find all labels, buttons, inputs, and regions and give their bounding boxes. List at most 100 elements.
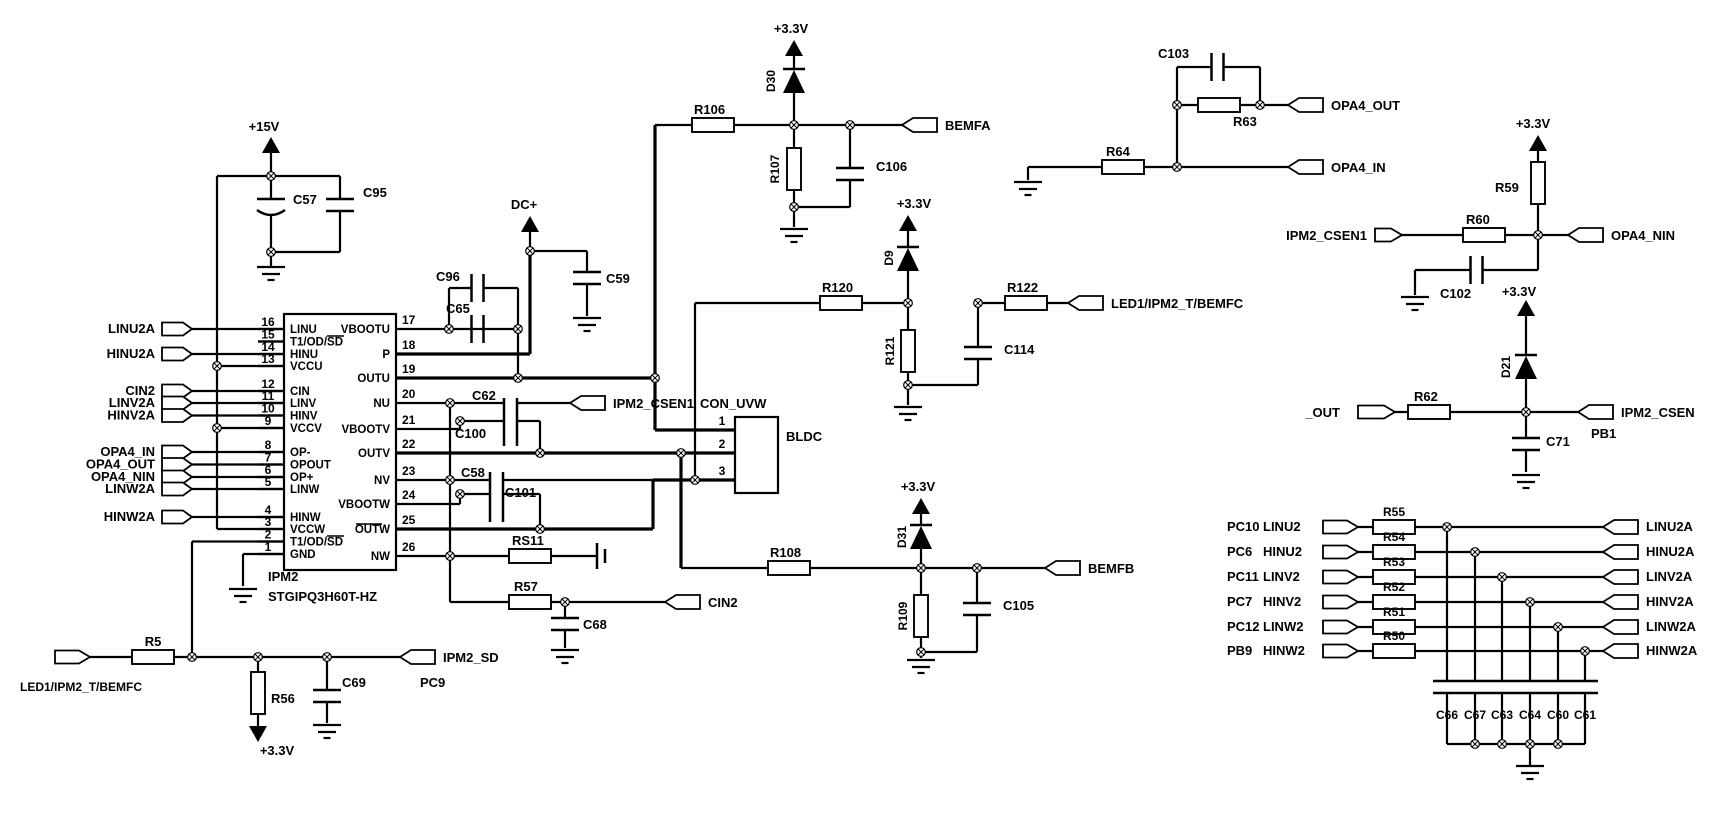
port-label-linv2a: LINV2A <box>109 395 156 410</box>
ref-label: C60 <box>1547 708 1569 722</box>
ground-icon <box>311 723 343 740</box>
junction-dot <box>972 563 982 573</box>
ref-label: R121 <box>883 336 897 365</box>
ref-label: C95 <box>363 185 387 200</box>
junction-dot <box>560 597 570 607</box>
mcu-port-label: PC6 <box>1227 544 1252 559</box>
port-label-linu2a: LINU2A <box>108 321 156 336</box>
net-label: HINW2A <box>1646 643 1698 658</box>
ic-ipm2: 16 15 14 13 12 11 10 9 8 7 6 5 4 3 2 1 L… <box>258 312 416 604</box>
ref-label: C105 <box>1003 598 1034 613</box>
ic-pin-name: P <box>382 349 390 361</box>
ic-pin-name: T1/OD/SD <box>290 337 343 349</box>
ic-pin-number: 3 <box>265 515 272 529</box>
gpio-rc-matrix: PC10 LINU2 R55 LINU2A PC6 HINU2 R54 HINU… <box>1227 505 1698 781</box>
ic-pin-number: 10 <box>261 402 275 416</box>
net-tag-led1-top: LED1/IPM2_T/BEMFC <box>1066 295 1244 311</box>
mcu-signal-label: HINU2 <box>1263 544 1302 559</box>
net-label: LINU2A <box>1646 519 1694 534</box>
net-tag-opa4-in: OPA4_IN <box>1286 159 1386 175</box>
ic-pin-name: LINW <box>290 484 320 496</box>
net-label: _OUT <box>1304 405 1340 420</box>
junction-dot <box>513 373 523 383</box>
junction-dot <box>445 398 455 408</box>
ref-label: R59 <box>1495 180 1519 195</box>
capacitor-C103: C103 <box>1158 46 1225 83</box>
ic-pin-name: VBOOTW <box>338 499 390 511</box>
ref-label: C96 <box>436 269 460 284</box>
port-label-cin2: CIN2 <box>125 383 155 398</box>
ic-pin-number: 8 <box>265 438 272 452</box>
resistor-R5: R5 <box>131 634 175 665</box>
ref-label: C64 <box>1519 708 1541 722</box>
mcu-signal-label: LINW2 <box>1263 619 1303 634</box>
ic-pin-number: 5 <box>265 475 272 489</box>
ic-pin-number: 20 <box>402 387 416 401</box>
junction-dot <box>903 298 913 308</box>
junction-dot <box>253 652 263 662</box>
mcu-port-label: PC10 <box>1227 519 1260 534</box>
resistor-R120: R120 <box>819 280 863 311</box>
junction-dot <box>513 324 523 334</box>
junction-dot <box>445 475 455 485</box>
net-tag-ipm2-csen1-right: IPM2_CSEN1 <box>1286 227 1404 243</box>
power-label-dc: DC+ <box>511 197 538 212</box>
capacitor-C71: C71 <box>1510 434 1570 452</box>
ic-pin-name: T1/OD/SD <box>290 537 343 549</box>
power-flag-3v3-d31: +3.3V <box>901 479 935 514</box>
ref-label: R50 <box>1383 629 1405 643</box>
port-label-hinv2a: HINV2A <box>107 408 155 423</box>
ic-pin-name: LINV <box>290 398 317 410</box>
ground-icon <box>571 316 603 333</box>
junction-dot <box>445 551 455 561</box>
resistor-R62: R62 <box>1407 389 1451 420</box>
net-label: OPA4_IN <box>1331 160 1386 175</box>
ic-pin-name: VCCW <box>290 524 325 536</box>
net-label: IPM2_CSEN <box>1621 405 1695 420</box>
ground-icon <box>1012 180 1044 197</box>
junction-dot <box>789 120 799 130</box>
ref-label: D9 <box>882 250 896 266</box>
ref-label: D30 <box>764 70 778 92</box>
ic-pin-number: 14 <box>261 340 275 354</box>
ic-pin-number: 25 <box>402 513 416 527</box>
ic-partnumber: STGIPQ3H60T-HZ <box>268 589 377 604</box>
ground-icon <box>255 265 287 282</box>
ground-icon <box>905 658 937 675</box>
ground-icon <box>549 648 581 665</box>
ic-pin-name: OP+ <box>290 472 314 484</box>
junction-dot <box>212 423 222 433</box>
power-flag-3v3-r59: +3.3V <box>1516 116 1550 151</box>
junction-dot <box>650 373 660 383</box>
junction-dot <box>444 324 454 334</box>
junction-dot <box>1172 100 1182 110</box>
power-label: +3.3V <box>260 743 295 758</box>
net-label: OPA4_OUT <box>1331 98 1400 113</box>
net-tag-led1-bottom: LED1/IPM2_T/BEMFC <box>20 649 142 694</box>
ref-label: C61 <box>1574 708 1596 722</box>
connector-pin-number: 3 <box>719 464 726 478</box>
net-label: IPM2_CSEN1 <box>1286 228 1367 243</box>
ref-label: R53 <box>1383 555 1405 569</box>
resistor-R63: R63 <box>1197 97 1257 129</box>
net-tag-opa4-out: OPA4_OUT <box>1286 97 1400 113</box>
ic-pin-name: VBOOTV <box>341 424 390 436</box>
mcu-signal-label: LINV2 <box>1263 569 1300 584</box>
ref-label: R109 <box>896 601 910 630</box>
ref-label: R62 <box>1414 389 1438 404</box>
ic-pin-name: OUTU <box>357 373 390 385</box>
ic-pin-number: 26 <box>402 540 416 554</box>
connector-bldc: CON_UVW BLDC 1 2 3 <box>700 396 823 495</box>
left-port-tags: LINU2A HINU2A CIN2 LINV2A HINV2A OPA4_IN… <box>86 321 194 525</box>
ref-label: R107 <box>768 154 782 183</box>
ic-pin-number: 18 <box>402 338 416 352</box>
capacitor-C96: C96 <box>436 269 485 304</box>
ic-pin-name: OP- <box>290 447 311 459</box>
ref-label: R52 <box>1383 580 1405 594</box>
junction-dot <box>676 448 686 458</box>
power-flag-15v: +15V <box>249 119 280 153</box>
net-tag-bemfb: BEMFB <box>1043 560 1134 576</box>
ref-label: R63 <box>1233 114 1257 129</box>
